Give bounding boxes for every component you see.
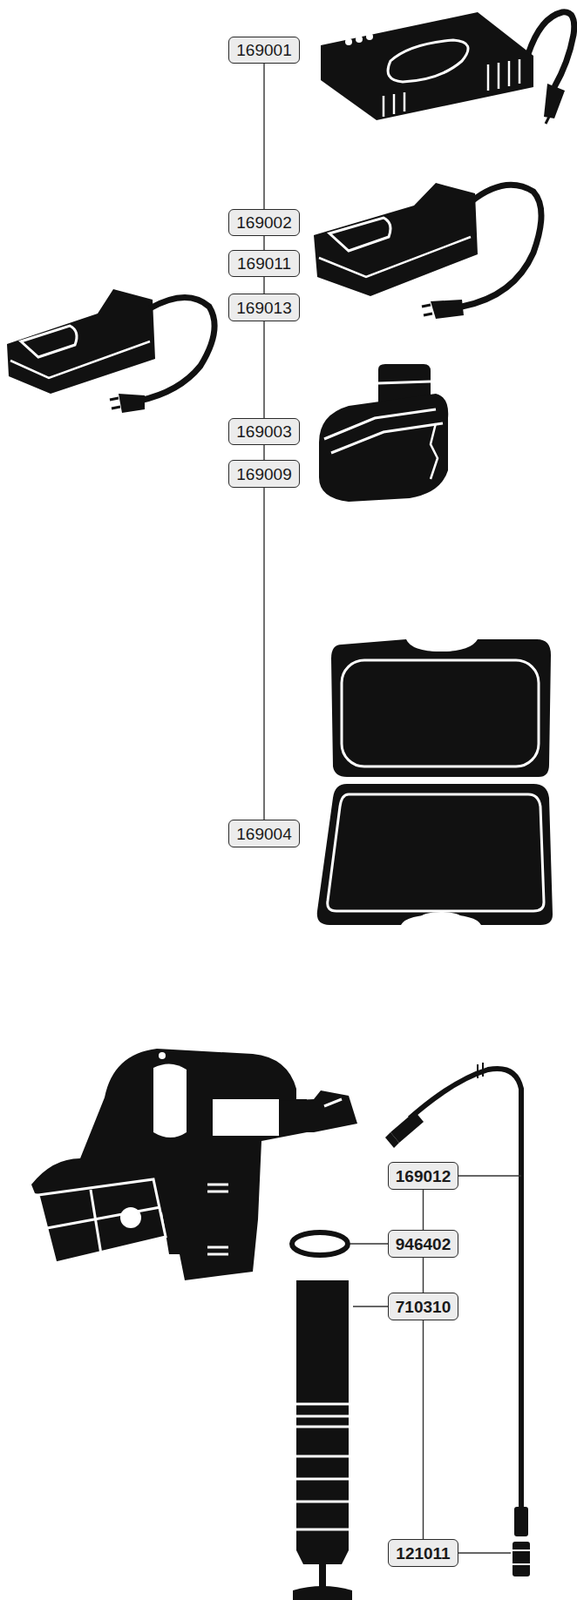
grease-gun-head	[31, 1049, 358, 1282]
callout-number: 169001	[236, 41, 292, 59]
callout-number: 169009	[236, 466, 292, 483]
o-ring	[291, 1233, 348, 1256]
callout-box: 169004	[228, 820, 300, 849]
battery-pack	[319, 364, 449, 503]
callout-box: 169003	[228, 418, 300, 446]
callout-number: 169012	[395, 1168, 451, 1186]
callout-number: 169002	[236, 214, 292, 231]
leader-line	[263, 277, 265, 294]
leader-line	[350, 1176, 522, 1555]
leader-line	[263, 63, 265, 210]
callout-box: 169001	[228, 36, 300, 64]
callout-number: 169011	[237, 255, 292, 272]
callout-number: 121011	[395, 1546, 450, 1563]
leader-line	[422, 1321, 424, 1541]
callout-box: 169002	[228, 209, 300, 237]
leader-line	[263, 445, 265, 461]
callout-box: 169012	[387, 1162, 459, 1191]
callout-box: 169011	[228, 250, 300, 278]
car-charger	[320, 12, 575, 124]
wall-charger	[6, 289, 215, 414]
callout-box: 946402	[387, 1230, 459, 1259]
carry-case	[317, 638, 553, 926]
grease-hose	[385, 1063, 530, 1578]
grease-tube	[292, 1281, 353, 1600]
callout-number: 169013	[236, 299, 292, 317]
leader-line	[422, 1190, 424, 1231]
leader-line	[422, 1258, 424, 1294]
leader-line	[263, 321, 265, 419]
leader-line	[263, 488, 265, 821]
leader-line	[263, 236, 265, 251]
callout-box: 121011	[387, 1540, 459, 1569]
callout-box: 169013	[228, 293, 300, 322]
callout-number: 169004	[236, 826, 292, 843]
callout-number: 946402	[395, 1236, 451, 1254]
callout-box: 169009	[228, 460, 300, 489]
callout-box: 710310	[387, 1293, 459, 1322]
callout-number: 710310	[395, 1299, 451, 1317]
wall-charger	[313, 183, 542, 320]
callout-number: 169003	[236, 423, 292, 441]
